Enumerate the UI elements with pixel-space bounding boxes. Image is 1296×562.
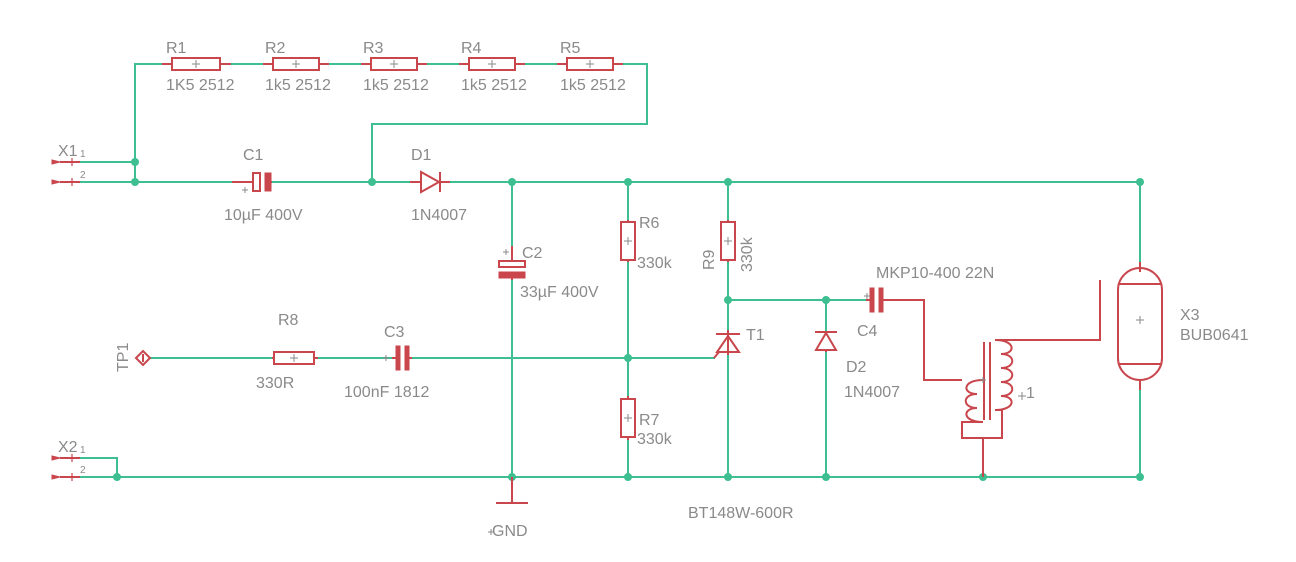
r5-value: 1k5 2512 <box>560 77 626 94</box>
r4-value: 1k5 2512 <box>461 77 527 94</box>
c2-name: C2 <box>522 245 543 262</box>
r8-value: 330R <box>256 375 294 392</box>
r9-value: 330k <box>739 236 756 272</box>
r1-value: 1K5 2512 <box>166 77 235 94</box>
c1-value: 10µF 400V <box>224 207 303 224</box>
connector-x1[interactable]: X1 1 2 <box>51 143 86 186</box>
r9-name: R9 <box>701 249 718 270</box>
t1-name: T1 <box>746 327 765 344</box>
junction <box>1136 473 1144 481</box>
resistor-r7[interactable]: R7 330k <box>620 396 673 448</box>
r8-name: R8 <box>278 312 299 329</box>
lamp-x3[interactable]: X3 BUB0641 <box>1117 262 1249 390</box>
tp1-name: TP1 <box>115 343 132 372</box>
junction <box>624 473 632 481</box>
thyristor-t1[interactable]: T1 BT148W-600R <box>688 327 794 522</box>
junction <box>131 178 139 186</box>
junction <box>624 354 632 362</box>
diode-d2[interactable]: D2 1N4007 <box>814 331 900 401</box>
c4-name: C4 <box>857 323 878 340</box>
l1-value: 1 <box>1026 385 1035 402</box>
r3-name: R3 <box>363 40 384 57</box>
wire-x1-to-r1 <box>134 63 163 163</box>
resistor-r4[interactable]: R4 1k5 2512 <box>459 40 527 94</box>
transformer-l1[interactable]: 1 <box>961 280 1101 477</box>
x1-pin1: 1 <box>80 149 86 160</box>
r3-value: 1k5 2512 <box>363 77 429 94</box>
junction <box>724 296 732 304</box>
resistor-r9[interactable]: R9 330k <box>701 220 756 272</box>
wire-hv-rail <box>449 181 1141 263</box>
d2-value: 1N4007 <box>844 384 900 401</box>
junction <box>822 473 830 481</box>
r6-value: 330k <box>637 255 673 272</box>
junction <box>113 473 121 481</box>
d1-name: D1 <box>411 147 432 164</box>
junction <box>131 158 139 166</box>
junction <box>822 296 830 304</box>
r7-name: R7 <box>639 412 660 429</box>
junction <box>724 473 732 481</box>
junction <box>368 178 376 186</box>
resistor-r3[interactable]: R3 1k5 2512 <box>361 40 429 94</box>
diode-d1[interactable]: D1 1N4007 <box>410 147 467 224</box>
resistor-r1[interactable]: R1 1K5 2512 <box>162 40 235 94</box>
capacitor-c1[interactable]: C1 10µF 400V <box>224 147 303 224</box>
r7-value: 330k <box>637 431 673 448</box>
c3-value: 100nF 1812 <box>344 384 430 401</box>
junctions <box>113 158 1144 481</box>
r4-name: R4 <box>461 40 482 57</box>
r2-value: 1k5 2512 <box>265 77 331 94</box>
x2-pin2: 2 <box>80 465 86 476</box>
resistor-r8[interactable]: R8 330R <box>256 312 318 392</box>
r5-name: R5 <box>560 40 581 57</box>
wire-gnd-rail <box>79 385 1141 478</box>
c4-value: MKP10-400 22N <box>876 265 994 282</box>
connector-x2[interactable]: X2 1 2 <box>51 439 86 481</box>
ground-symbol[interactable]: GND <box>488 477 528 540</box>
capacitor-c3[interactable]: C3 100nF 1812 <box>344 324 430 401</box>
x2-name: X2 <box>58 439 78 456</box>
capacitor-c4[interactable]: MKP10-400 22N C4 <box>857 265 994 381</box>
resistor-r2[interactable]: R2 1k5 2512 <box>263 40 331 94</box>
d1-value: 1N4007 <box>411 207 467 224</box>
x3-name: X3 <box>1180 307 1200 324</box>
resistor-r6[interactable]: R6 330k <box>620 215 673 272</box>
c2-value: 33µF 400V <box>520 284 599 301</box>
junction <box>1136 178 1144 186</box>
junction <box>724 178 732 186</box>
r2-name: R2 <box>265 40 286 57</box>
junction <box>624 178 632 186</box>
x3-value: BUB0641 <box>1180 327 1249 344</box>
test-point-tp1[interactable]: TP1 <box>115 343 152 372</box>
c3-name: C3 <box>384 324 405 341</box>
r1-name: R1 <box>166 40 187 57</box>
r6-name: R6 <box>639 215 660 232</box>
x1-name: X1 <box>58 143 78 160</box>
x1-pin2: 2 <box>80 170 86 181</box>
junction <box>508 178 516 186</box>
wire-r5-to-d1 <box>371 63 648 183</box>
d2-name: D2 <box>846 359 867 376</box>
gnd-label: GND <box>492 523 528 540</box>
c1-name: C1 <box>243 147 264 164</box>
capacitor-c2[interactable]: C2 33µF 400V <box>498 245 599 301</box>
t1-value: BT148W-600R <box>688 505 794 522</box>
wires <box>79 63 1141 478</box>
x2-pin1: 1 <box>80 445 86 456</box>
resistor-r5[interactable]: R5 1k5 2512 <box>557 40 626 94</box>
